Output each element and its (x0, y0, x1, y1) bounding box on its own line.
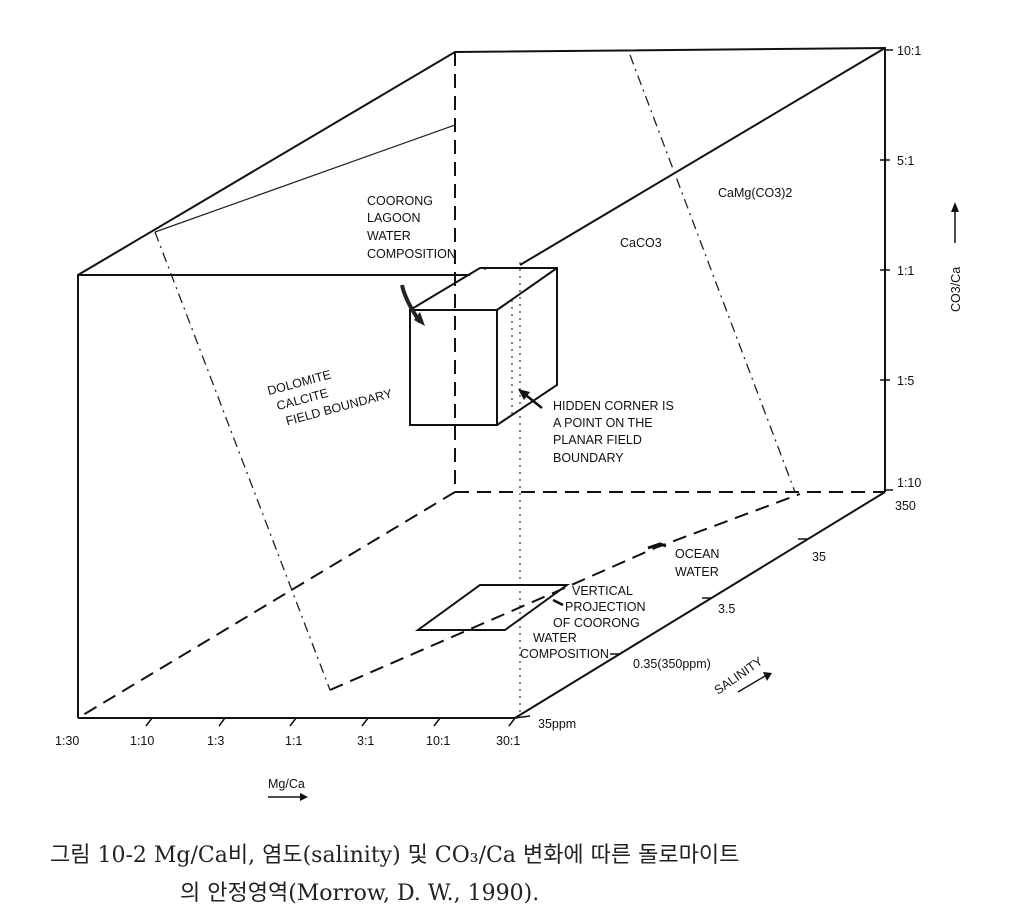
mgca-tick: 10:1 (426, 734, 450, 748)
annotation-line: BOUNDARY (553, 451, 624, 465)
mgca-tick: 30:1 (496, 734, 520, 748)
hidden-corner-label: HIDDEN CORNER IS A POINT ON THE PLANAR F… (553, 399, 674, 465)
caco3-label: CaCO3 (620, 236, 662, 250)
co3ca-tick: 1:5 (897, 374, 914, 388)
field-boundary-plane (154, 54, 801, 691)
annotation-line: OCEAN (675, 547, 719, 561)
mgca-axis-label: Mg/Ca (268, 777, 305, 791)
annotation-line: VERTICAL (572, 584, 633, 598)
co3ca-axis-label: CO3/Ca (949, 267, 963, 312)
mgca-tick: 3:1 (357, 734, 374, 748)
mgca-tick: 1:3 (207, 734, 224, 748)
ocean-water-label: OCEAN WATER (675, 547, 719, 579)
co3ca-tick: 5:1 (897, 154, 914, 168)
co3ca-tick-labels: 10:1 5:1 1:1 1:5 1:10 (897, 44, 921, 490)
salinity-tick: 35ppm (538, 717, 576, 731)
annotation-line: OF COORONG (553, 616, 640, 630)
outer-box (77, 46, 886, 719)
salinity-tick: 35 (812, 550, 826, 564)
coorong-label: COORONG LAGOON WATER COMPOSITION (367, 194, 456, 261)
mgca-tick-labels: 1:30 1:10 1:3 1:1 3:1 10:1 30:1 (55, 734, 520, 748)
salinity-tick: 3.5 (718, 602, 735, 616)
caption-line-1: 그림 10-2 Mg/Ca비, 염도(salinity) 및 CO₃/Ca 변화… (50, 843, 739, 868)
annotation-line: WATER (675, 565, 719, 579)
annotation-line: WATER (533, 631, 577, 645)
hidden-box-edges (77, 52, 885, 719)
co3ca-tick: 10:1 (897, 44, 921, 58)
annotation-line: A POINT ON THE (553, 416, 653, 430)
coorong-box (409, 267, 558, 426)
annotation-line: COORONG (367, 194, 433, 208)
mgca-tick: 1:30 (55, 734, 79, 748)
camgco3-label: CaMg(CO3)2 (718, 186, 792, 200)
annotation-line: PROJECTION (565, 600, 646, 614)
annotation-line: COMPOSITION (367, 247, 456, 261)
projection-label: VERTICAL PROJECTION OF COORONG WATER COM… (520, 584, 646, 661)
vertical-projection (414, 584, 571, 631)
salinity-tick: 0.35(350ppm) (633, 657, 711, 671)
annotation-line: WATER (367, 229, 411, 243)
boundary-label: DOLOMITE CALCITE FIELD BOUNDARY (266, 368, 395, 429)
mgca-tick: 1:10 (130, 734, 154, 748)
salinity-tick: 350 (895, 499, 916, 513)
co3ca-tick: 1:1 (897, 264, 914, 278)
annotation-line: COMPOSITION (520, 647, 609, 661)
salinity-tick-labels: 350 35 3.5 0.35(350ppm) 35ppm (538, 499, 916, 731)
annotation-line: LAGOON (367, 211, 421, 225)
caption-line-2: 의 안정영역(Morrow, D. W., 1990). (180, 881, 539, 906)
annotation-line: PLANAR FIELD (553, 433, 642, 447)
co3ca-tick: 1:10 (897, 476, 921, 490)
ocean-water-marker (647, 542, 667, 550)
annotation-line: HIDDEN CORNER IS (553, 399, 674, 413)
mgca-tick: 1:1 (285, 734, 302, 748)
